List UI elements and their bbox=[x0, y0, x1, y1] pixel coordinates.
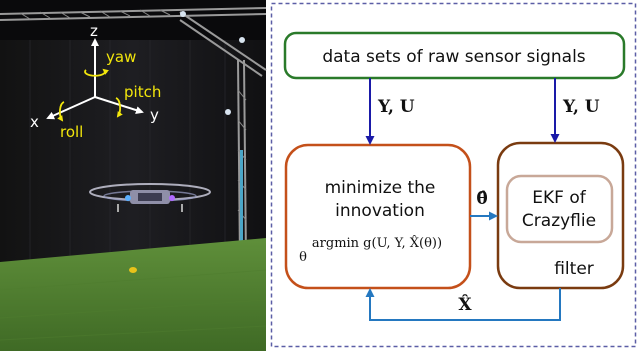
x-axis bbox=[46, 96, 96, 120]
yaw-label: yaw bbox=[106, 48, 136, 66]
y-axis bbox=[94, 96, 144, 114]
motion-capture-cameras bbox=[180, 11, 245, 115]
arrow-feedback bbox=[365, 288, 561, 321]
curtain-folds bbox=[29, 40, 226, 262]
roll-arc bbox=[57, 101, 65, 122]
drone-photo: z x y yaw pitch roll bbox=[0, 0, 267, 351]
quadcopter bbox=[89, 183, 211, 212]
optimization-line1: minimize the bbox=[325, 178, 436, 198]
body-axes: z x y yaw pitch roll bbox=[30, 22, 161, 141]
floor-marker bbox=[129, 267, 137, 273]
estimation-diagram: data sets of raw sensor signals minimize… bbox=[270, 2, 637, 348]
pitch-label: pitch bbox=[124, 83, 161, 101]
pitch-arc bbox=[115, 97, 123, 118]
theta-label: θ̂ bbox=[476, 189, 487, 209]
ekf-inner-box bbox=[505, 174, 614, 244]
truss-lattice bbox=[19, 9, 247, 221]
yaw-arc bbox=[84, 68, 109, 77]
ekf-line2: Crazyflie bbox=[522, 211, 596, 231]
argmin-subscript: θ bbox=[299, 250, 307, 265]
y-label: y bbox=[150, 106, 159, 124]
roll-label: roll bbox=[60, 123, 83, 141]
input-label-left: Y, U bbox=[377, 97, 415, 117]
input-label-right: Y, U bbox=[562, 97, 600, 117]
raw-sensor-data-label: data sets of raw sensor signals bbox=[322, 47, 585, 67]
x-label: x bbox=[30, 113, 39, 131]
floor bbox=[0, 238, 266, 351]
marker-pole bbox=[240, 150, 243, 250]
safety-net bbox=[0, 40, 266, 270]
argmin-formula: argmin g(U, Y, X̂(θ)) bbox=[312, 235, 442, 251]
floor-texture bbox=[0, 269, 267, 341]
truss-frame bbox=[0, 7, 267, 263]
ekf-line1: EKF of bbox=[532, 188, 586, 208]
raw-sensor-data-box bbox=[283, 31, 626, 80]
filter-label: filter bbox=[554, 259, 594, 279]
optimization-line2: innovation bbox=[335, 201, 425, 221]
feedback-label: X̂ bbox=[458, 295, 472, 315]
z-label: z bbox=[90, 22, 98, 40]
